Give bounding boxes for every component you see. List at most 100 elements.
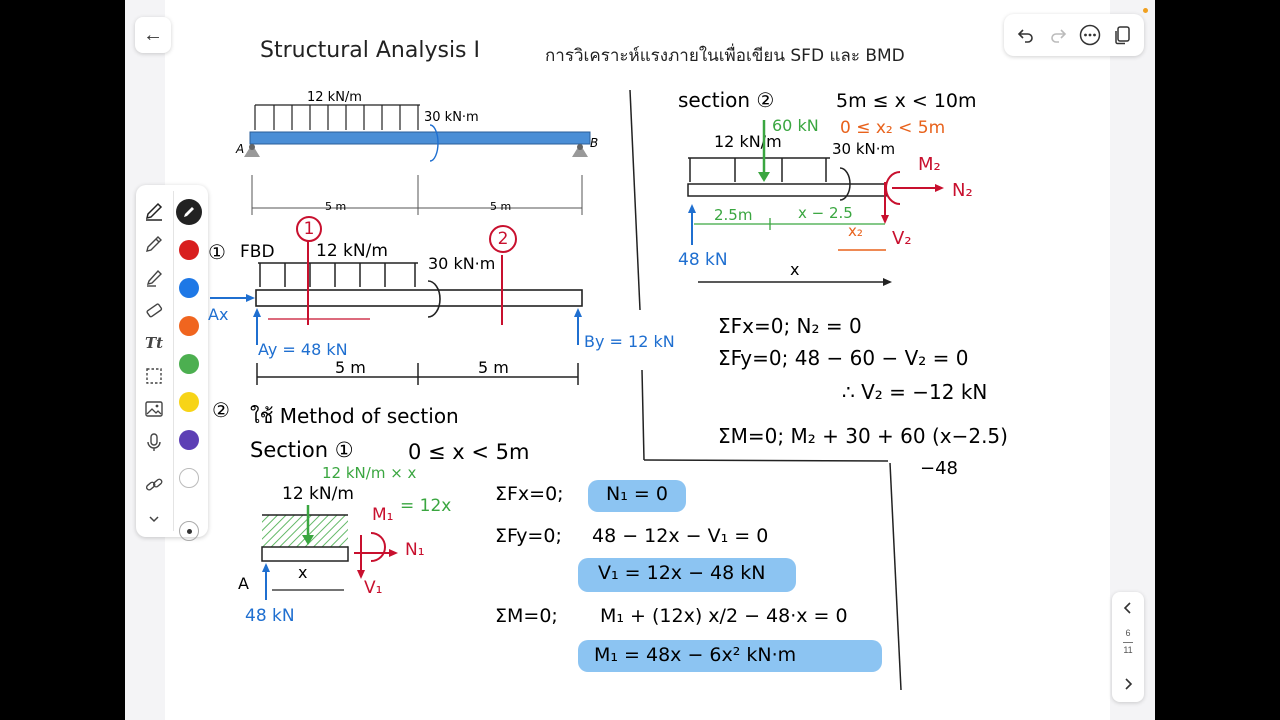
eraser-tool-icon[interactable] <box>142 298 166 322</box>
beam-figure <box>244 104 591 215</box>
section2-moment: 30 kN·m <box>832 140 896 158</box>
section1-eq1-rhs: N₁ = 0 <box>606 483 668 505</box>
color-green-swatch[interactable] <box>179 354 199 374</box>
section1-m1: M₁ <box>372 505 394 525</box>
fbd-span1: 5 m <box>335 358 366 377</box>
section1-range: 0 ≤ x < 5m <box>408 440 530 464</box>
pen-size-dot[interactable] <box>179 521 199 541</box>
section2-resultant: 60 kN <box>772 116 819 135</box>
fbd-moment: 30 kN·m <box>428 254 496 273</box>
section2-eq2-result: ∴ V₂ = −12 kN <box>842 380 988 404</box>
page-down-icon[interactable] <box>1120 676 1136 697</box>
section1-eq3-result: M₁ = 48x − 6x² kN·m <box>594 644 797 666</box>
notes-app <box>125 0 1155 720</box>
fbd-label: FBD <box>240 242 275 262</box>
undo-icon[interactable] <box>1014 23 1038 47</box>
section2-m2: M₂ <box>918 154 941 175</box>
section1-v1: V₁ <box>364 578 383 598</box>
section1-eq2-rhs: 48 − 12x − V₁ = 0 <box>592 525 769 547</box>
section1-resultant: 12 kN/m × x <box>322 464 417 482</box>
image-tool-icon[interactable] <box>142 397 166 421</box>
back-arrow-icon: ← <box>143 23 163 46</box>
beam-span2: 5 m <box>490 200 512 213</box>
color-red-swatch[interactable] <box>179 240 199 260</box>
redo-icon[interactable] <box>1046 23 1070 47</box>
highlight-v1 <box>578 558 796 592</box>
section2-sketch <box>687 120 944 286</box>
section2-dim2: x − 2.5 <box>798 204 853 222</box>
section2-range2: 0 ≤ x₂ < 5m <box>840 118 946 138</box>
section1-eq2-result: V₁ = 12x − 48 kN <box>598 562 766 584</box>
section2-eq2: ΣFy=0; 48 − 60 − V₂ = 0 <box>718 346 969 370</box>
fbd-sketch <box>210 240 583 385</box>
fbd-by: By = 12 kN <box>584 332 675 351</box>
section1-load: 12 kN/m <box>282 484 354 504</box>
color-blue-swatch[interactable] <box>179 278 199 298</box>
page-up-icon[interactable] <box>1120 600 1136 621</box>
section2-dim1: 2.5m <box>714 206 753 224</box>
beam-support-a: A <box>236 142 245 156</box>
more-icon[interactable] <box>1078 23 1102 47</box>
section2-reaction: 48 kN <box>678 250 728 270</box>
pen-tool-icon[interactable] <box>142 199 166 223</box>
drawing-toolbar: Tt <box>136 185 208 541</box>
section1-eq2-lhs: ΣFy=0; <box>495 525 562 547</box>
fbd-cut2: 2 <box>489 225 517 253</box>
section2-eq3: ΣM=0; M₂ + 30 + 60 (x−2.5) <box>718 424 1008 448</box>
fbd-cut1: 1 <box>296 216 322 242</box>
section1-eq3-rhs: M₁ + (12x) x/2 − 48·x = 0 <box>600 605 848 627</box>
section2-x: x <box>790 260 800 279</box>
color-white-swatch[interactable] <box>179 468 199 488</box>
section2-range: 5m ≤ x < 10m <box>836 90 977 112</box>
top-toolbar <box>1004 14 1144 56</box>
status-dot <box>1143 8 1148 13</box>
section1-reaction: 48 kN <box>245 606 295 626</box>
beam-moment-label: 30 kN·m <box>424 110 479 125</box>
chevron-down-icon[interactable] <box>142 507 166 531</box>
fbd-ay: Ay = 48 kN <box>258 340 348 359</box>
beam-support-b: B <box>590 136 599 150</box>
section2-n2: N₂ <box>952 180 973 201</box>
selected-pen-swatch[interactable] <box>176 199 202 225</box>
section1-title: Section ① <box>250 438 354 462</box>
method-step: ② <box>212 398 230 422</box>
fbd-span2: 5 m <box>478 358 509 377</box>
section2-v2: V₂ <box>892 228 912 249</box>
page-navigator: 6 11 <box>1112 592 1144 702</box>
color-yellow-swatch[interactable] <box>179 392 199 412</box>
link-tool-icon[interactable] <box>142 473 166 497</box>
section1-eq1-lhs: ΣFx=0; <box>495 483 564 505</box>
fbd-load: 12 kN/m <box>316 241 388 261</box>
section2-eq1: ΣFx=0; N₂ = 0 <box>718 314 862 338</box>
note-title-thai: การวิเคราะห์แรงภายในเพื่อเขียน SFD และ B… <box>545 46 905 66</box>
section1-n1: N₁ <box>405 540 425 560</box>
text-tool-icon[interactable]: Tt <box>144 334 164 352</box>
fbd-step: ① <box>208 240 226 264</box>
copy-icon[interactable] <box>1110 23 1134 47</box>
pencil-tool-icon[interactable] <box>142 232 166 256</box>
highlight-m1 <box>578 640 882 672</box>
color-purple-swatch[interactable] <box>179 430 199 450</box>
highlight-n1 <box>588 480 686 512</box>
beam-span1: 5 m <box>325 200 347 213</box>
section1-resultant2: = 12x <box>400 496 452 516</box>
microphone-icon[interactable] <box>142 430 166 454</box>
section1-sketch <box>261 505 398 600</box>
section1-a: A <box>238 574 249 593</box>
note-page[interactable] <box>165 0 1110 720</box>
color-orange-swatch[interactable] <box>179 316 199 336</box>
note-title: Structural Analysis I <box>260 38 480 63</box>
lasso-tool-icon[interactable] <box>142 364 166 388</box>
section1-x: x <box>298 563 308 582</box>
note-dividers <box>629 89 902 691</box>
highlighter-tool-icon[interactable] <box>142 265 166 289</box>
section2-x2: x₂ <box>848 222 863 240</box>
method-label: ใช้ Method of section <box>250 404 459 428</box>
beam-load-label: 12 kN/m <box>307 90 362 105</box>
section2-title: section ② <box>678 88 775 112</box>
page-current: 6 <box>1125 628 1131 638</box>
section2-eq3-cont: −48 <box>920 458 958 479</box>
page-total: 11 <box>1123 645 1133 655</box>
back-button[interactable]: ← <box>135 17 171 53</box>
fbd-ax: Ax <box>208 305 229 324</box>
